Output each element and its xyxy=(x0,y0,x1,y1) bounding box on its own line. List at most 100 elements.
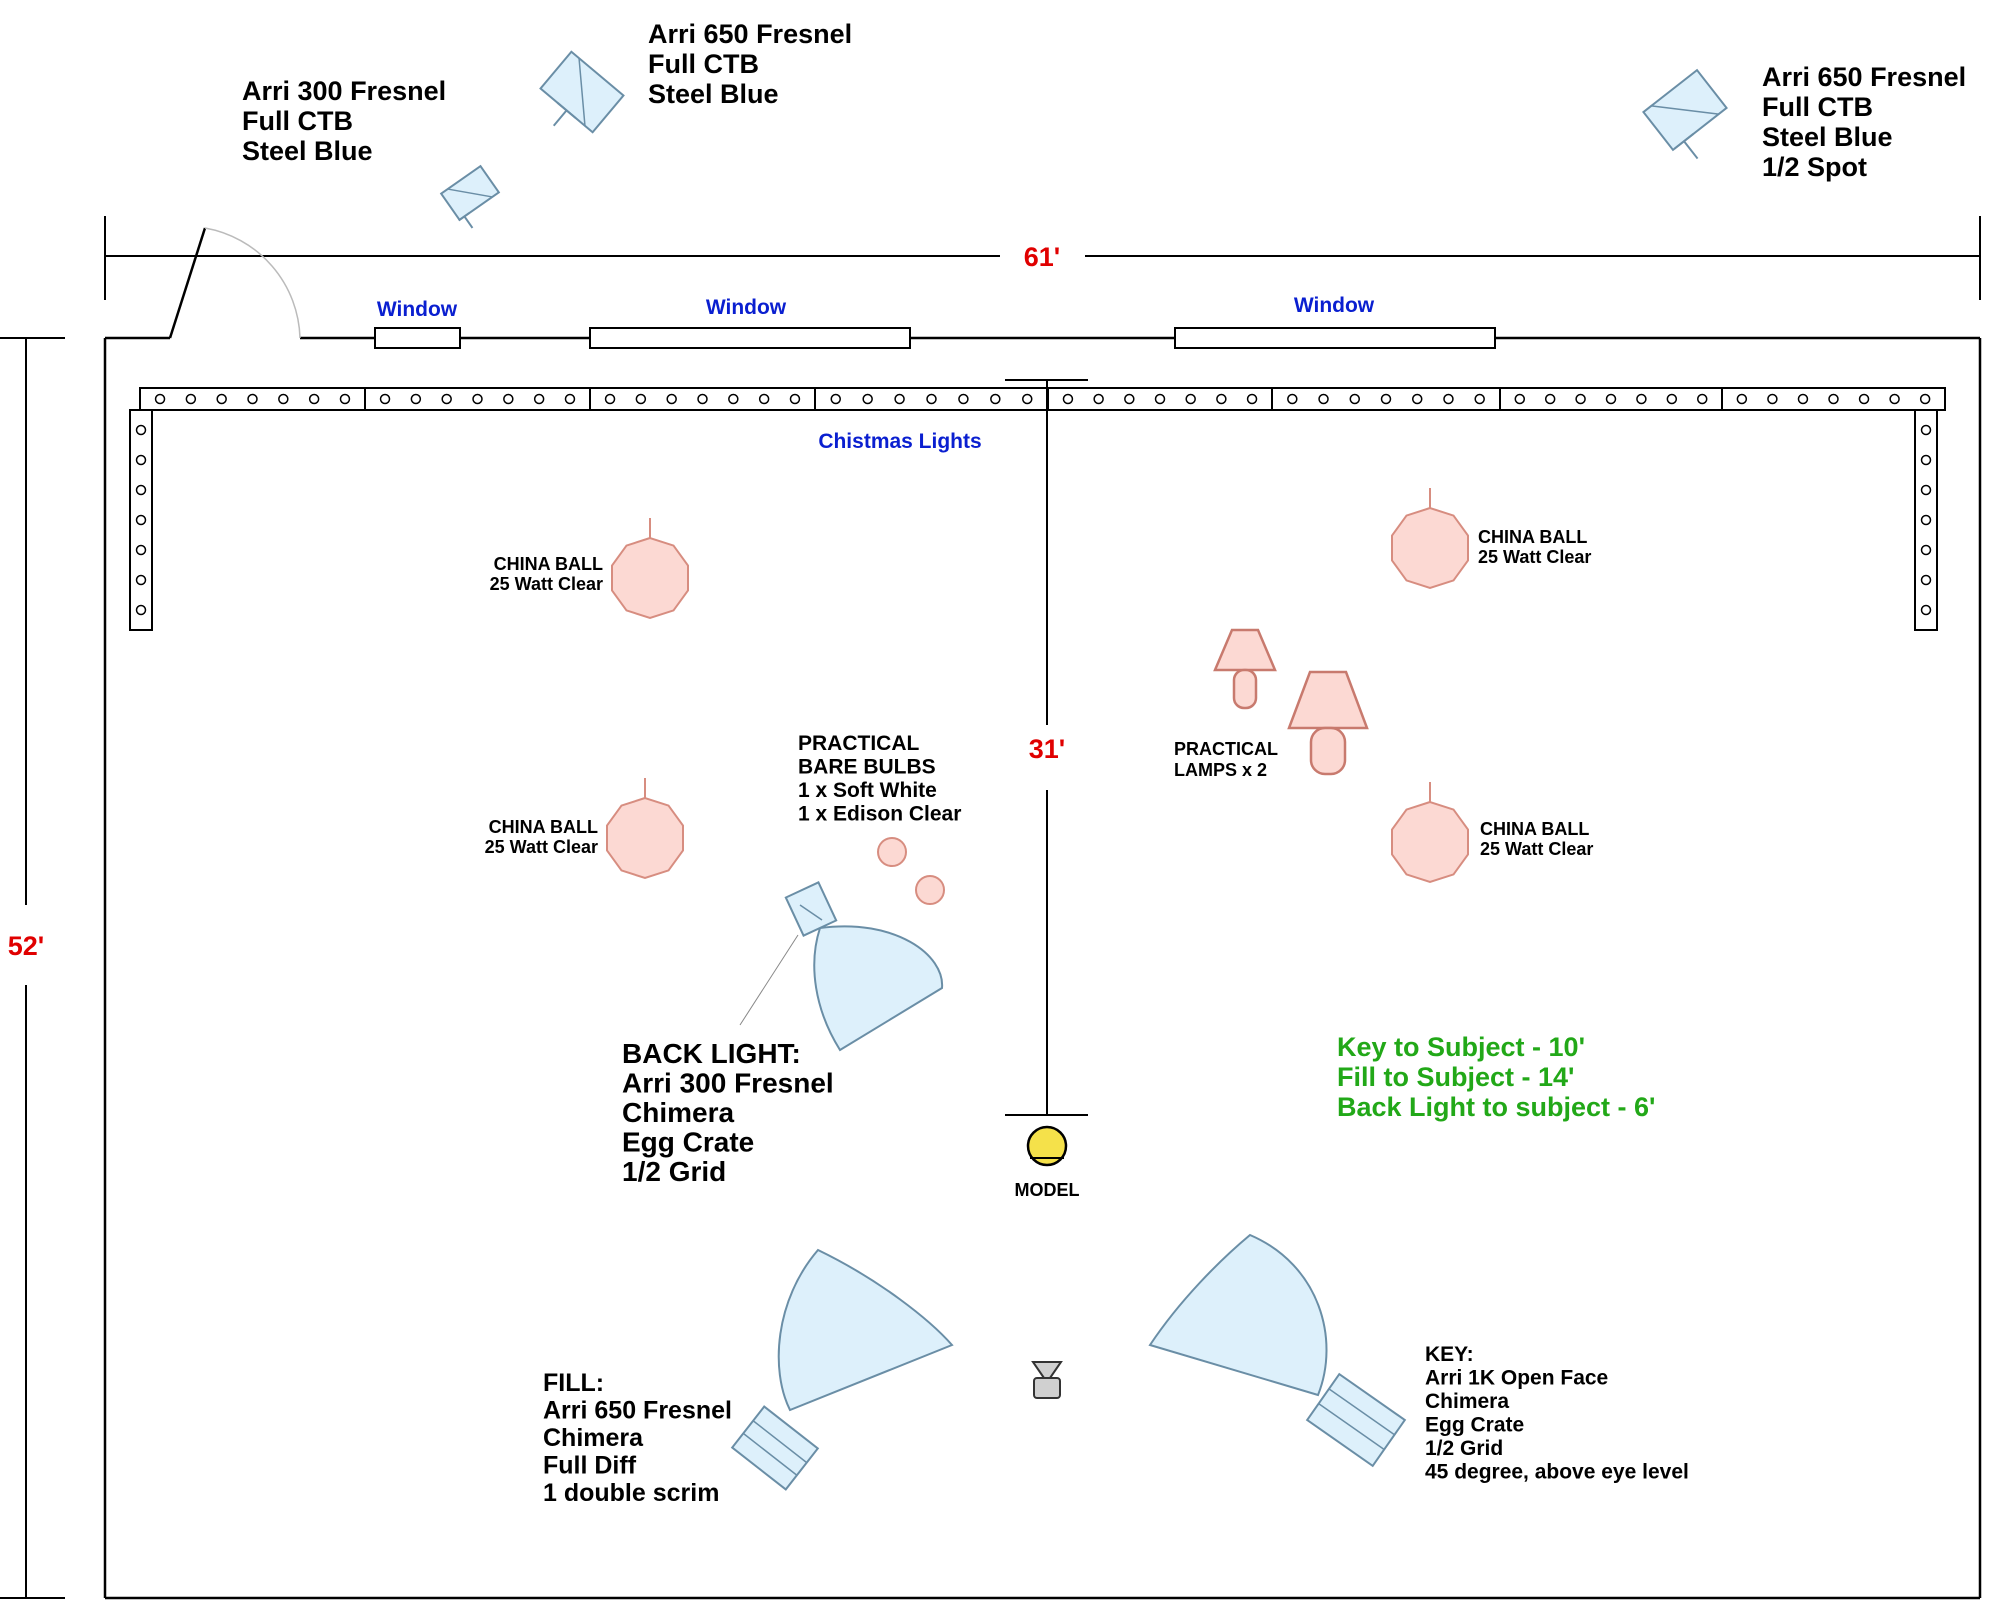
room-walls xyxy=(103,336,1982,1600)
arri650-right-label-line: 1/2 Spot xyxy=(1762,152,1867,182)
fill-label-line: FILL: xyxy=(543,1369,604,1397)
center-line xyxy=(1005,379,1088,1116)
practical-lamps xyxy=(1213,628,1369,776)
practical-bulbs-label-line: BARE BULBS xyxy=(798,756,936,779)
christmas-light-strip xyxy=(364,387,591,411)
china-ball xyxy=(1391,782,1469,884)
arri650-top-label-line: Full CTB xyxy=(648,49,759,79)
distances-label-line: Key to Subject - 10' xyxy=(1337,1032,1585,1062)
distances-label: Key to Subject - 10'Fill to Subject - 14… xyxy=(1337,1032,1655,1122)
fill-label-line: 1 double scrim xyxy=(543,1479,719,1507)
china-ball xyxy=(611,518,689,620)
window-2 xyxy=(589,327,911,349)
distances-label-line: Back Light to subject - 6' xyxy=(1337,1092,1655,1122)
back-light-label-line: Chimera xyxy=(622,1097,734,1128)
model xyxy=(1026,1125,1068,1167)
key-label-line: Chimera xyxy=(1425,1390,1509,1413)
arri300-top-label-line: Arri 300 Fresnel xyxy=(242,76,446,106)
depth-dimension-label: 52' xyxy=(8,931,44,961)
practical-bulbs-label-line: 1 x Soft White xyxy=(798,779,937,802)
practical-lamps-label-line: PRACTICAL xyxy=(1174,739,1278,759)
distances-label-line: Fill to Subject - 14' xyxy=(1337,1062,1574,1092)
christmas-light-strip xyxy=(1499,387,1723,411)
window-2-label: Window xyxy=(706,296,787,319)
china-ball-label-1-line: CHINA BALL xyxy=(494,554,603,574)
christmas-light-strip xyxy=(1271,387,1501,411)
fill-light xyxy=(730,1248,954,1491)
key-light xyxy=(1148,1233,1407,1468)
width-dimension-label: 61' xyxy=(1024,242,1060,272)
width-dimension xyxy=(104,216,1981,300)
arri650-right-label-line: Full CTB xyxy=(1762,92,1873,122)
back-light-label-line: Arri 300 Fresnel xyxy=(622,1068,834,1099)
arri650-fresnel-top xyxy=(539,50,625,134)
center-dimension-label: 31' xyxy=(1029,734,1065,764)
fill-label-line: Chimera xyxy=(543,1424,644,1452)
model-label: MODEL xyxy=(1015,1180,1080,1200)
christmas-light-strip xyxy=(1721,387,1946,411)
china-ball-label-2-line: 25 Watt Clear xyxy=(485,837,598,857)
fill-label-line: Full Diff xyxy=(543,1452,637,1480)
arri650-top-label-line: Steel Blue xyxy=(648,79,779,109)
practical-bulbs-label-line: PRACTICAL xyxy=(798,732,919,755)
practical-lamp-small xyxy=(1213,628,1277,710)
practical-bare-bulbs xyxy=(877,837,945,905)
back-light-label-line: Egg Crate xyxy=(622,1127,754,1158)
key-label-line: Egg Crate xyxy=(1425,1414,1524,1437)
china-ball-label-3-line: 25 Watt Clear xyxy=(1478,547,1591,567)
fill-label-line: Arri 650 Fresnel xyxy=(543,1397,732,1425)
windows xyxy=(374,327,1496,349)
back-light-label-line: BACK LIGHT: xyxy=(622,1038,801,1069)
arri650-fresnel-right xyxy=(1642,68,1728,160)
christmas-light-strip xyxy=(1047,387,1273,411)
arri300-fresnel-top xyxy=(439,164,501,229)
christmas-lights xyxy=(129,387,1946,631)
arri300-top-label-line: Steel Blue xyxy=(242,136,373,166)
window-3 xyxy=(1174,327,1496,349)
camera-icon xyxy=(1031,1361,1063,1399)
china-ball-label-4-line: CHINA BALL xyxy=(1480,819,1589,839)
key-label-line: Arri 1K Open Face xyxy=(1425,1367,1608,1390)
window-3-label: Window xyxy=(1294,294,1375,317)
key-label-line: KEY: xyxy=(1425,1343,1474,1366)
arri300-top-label-line: Full CTB xyxy=(242,106,353,136)
christmas-light-strip xyxy=(139,387,366,411)
back-light xyxy=(739,881,944,1052)
christmas-light-strip xyxy=(589,387,816,411)
window-1 xyxy=(374,327,461,349)
arri650-right-label-line: Arri 650 Fresnel xyxy=(1762,62,1966,92)
christmas-light-strip-vertical xyxy=(129,409,153,631)
china-ball-label-4-line: 25 Watt Clear xyxy=(1480,839,1593,859)
christmas-light-strip xyxy=(814,387,1049,411)
china-ball-label-3-line: CHINA BALL xyxy=(1478,527,1587,547)
china-ball-label-2-line: CHINA BALL xyxy=(489,817,598,837)
key-label-line: 1/2 Grid xyxy=(1425,1437,1503,1460)
key-label-line: 45 degree, above eye level xyxy=(1425,1461,1689,1484)
depth-dimension xyxy=(0,337,65,1599)
china-ball xyxy=(1391,488,1469,590)
back-light-label-line: 1/2 Grid xyxy=(622,1156,726,1187)
arri650-right-label-line: Steel Blue xyxy=(1762,122,1893,152)
practical-bulbs-label-line: 1 x Edison Clear xyxy=(798,803,961,826)
christmas-light-strip-vertical xyxy=(1914,409,1938,631)
arri650-top-label-line: Arri 650 Fresnel xyxy=(648,19,852,49)
practical-lamps-label-line: LAMPS x 2 xyxy=(1174,760,1267,780)
door xyxy=(168,227,301,339)
china-ball-label-1-line: 25 Watt Clear xyxy=(490,574,603,594)
china-ball xyxy=(606,778,684,880)
christmas-lights-label: Chistmas Lights xyxy=(818,430,981,453)
window-1-label: Window xyxy=(377,298,458,321)
